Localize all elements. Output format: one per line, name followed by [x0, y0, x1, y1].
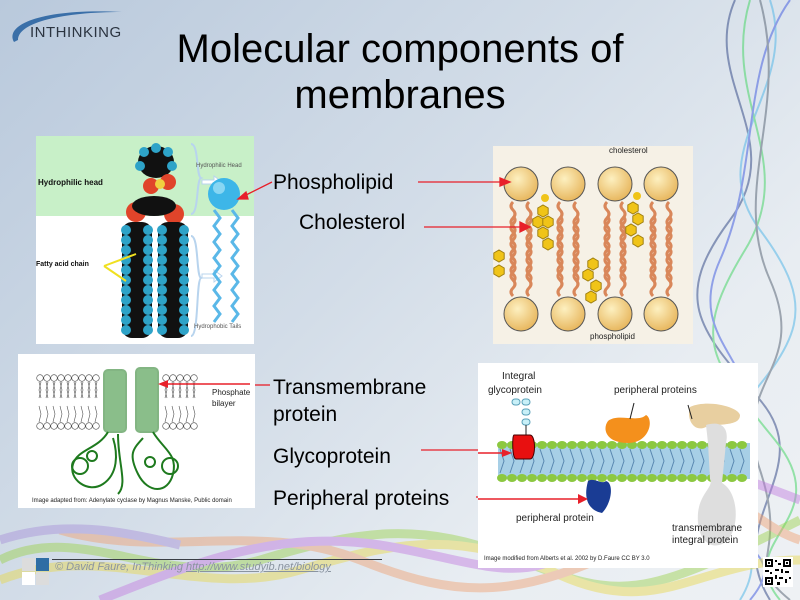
footer-credit: © David Faure, InThinking http://www.stu…	[55, 561, 331, 573]
integral-glycoprotein-line2: glycoprotein	[488, 385, 542, 396]
footer-link[interactable]: http://www.studyib.net/biology	[186, 561, 331, 573]
cholesterol-bilayer-image: cholesterol phospholipid	[493, 146, 693, 344]
image-credit: Image adapted from: Adenylate cyclase by…	[32, 498, 232, 504]
title-line-2: membranes	[294, 73, 506, 117]
cholesterol-diagram-label: cholesterol	[609, 146, 648, 155]
peripheral-proteins-diagram-label: peripheral proteins	[614, 385, 697, 396]
phosphate-label-line2: bilayer	[212, 399, 236, 408]
title-line-1: Molecular components of	[176, 27, 624, 71]
transmembrane-diagram-line2: integral protein	[672, 535, 739, 546]
phospholipid-model-image: Hydrophilic head Fatty acid chain Hydrop…	[36, 136, 254, 344]
phospholipid-diagram-label: phospholipid	[590, 332, 635, 341]
hydrophilic-head-right-label: Hydrophilic Head	[196, 163, 242, 169]
label-transmembrane-line1: Transmembrane	[273, 376, 427, 399]
hydrophilic-head-label: Hydrophilic head	[38, 178, 103, 187]
footer-copyright: © David Faure, InThinking	[55, 561, 186, 573]
lipid-bilayer-icon	[493, 166, 679, 332]
label-peripheral-proteins: Peripheral proteins	[273, 487, 450, 510]
hydrophobic-tails-label: Hydrophobic Tails	[194, 324, 242, 330]
label-phospholipid: Phospholipid	[273, 171, 394, 194]
adenylate-cyclase-icon	[36, 367, 250, 495]
label-transmembrane-line2: protein	[273, 403, 338, 426]
logo-swoosh-icon	[12, 11, 123, 42]
label-glycoprotein: Glycoprotein	[273, 445, 391, 468]
fatty-acid-chain-label: Fatty acid chain	[36, 261, 89, 268]
image-credit: Image modified from Alberts et al. 2002 …	[484, 556, 650, 562]
label-cholesterol: Cholesterol	[299, 211, 406, 234]
phospholipid-molecule-icon	[103, 143, 240, 338]
peripheral-protein-diagram-label: peripheral protein	[516, 513, 594, 524]
footer-squares-icon	[22, 558, 50, 586]
logo-text: INTHINKING	[30, 24, 122, 41]
qr-code-icon[interactable]	[763, 557, 793, 587]
integral-glycoprotein-line1: Integral	[502, 371, 536, 382]
footer-divider	[52, 559, 382, 560]
inthinking-logo: INTHINKING	[4, 4, 134, 46]
transmembrane-diagram-line1: transmembrane	[672, 523, 743, 534]
membrane-proteins-image: Integral glycoprotein peripheral protein…	[478, 363, 758, 568]
slide-title: Molecular components of membranes	[100, 26, 700, 118]
membrane-proteins-diagram-icon	[478, 398, 750, 546]
transmembrane-protein-image: Phosphate bilayer Image adapted from: Ad…	[18, 354, 255, 508]
phosphate-label-line1: Phosphate	[212, 388, 251, 397]
